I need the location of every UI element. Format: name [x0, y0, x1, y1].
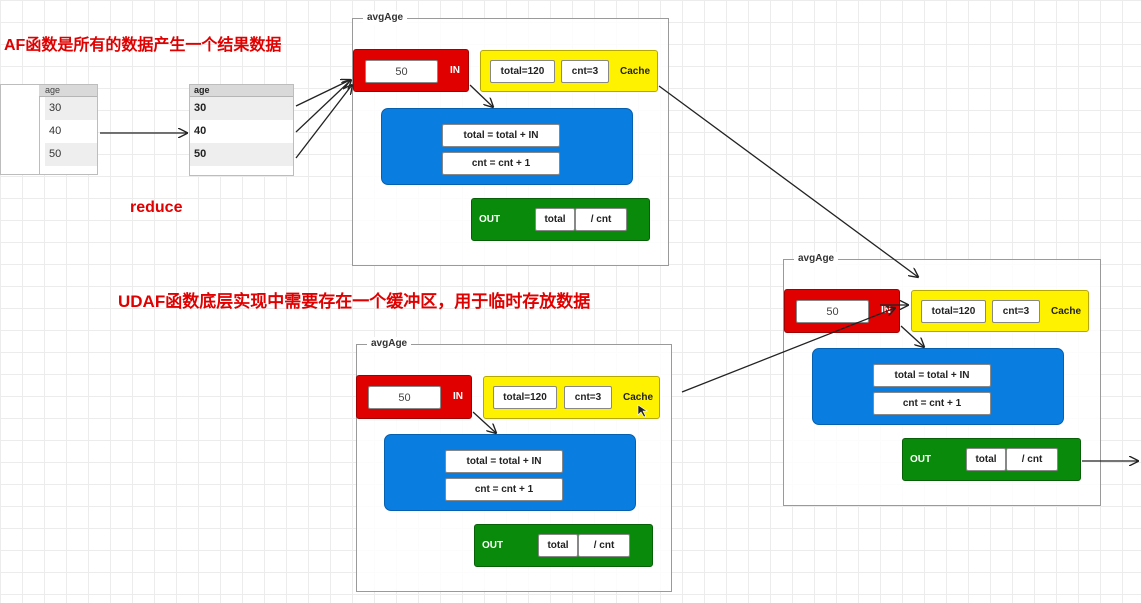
table-row: 40: [194, 125, 207, 137]
result-table-header: age: [190, 85, 293, 97]
input-box: 50 IN: [353, 49, 469, 92]
arrow-row-40-to-input: [295, 80, 351, 133]
cache-total: total=120: [921, 300, 986, 323]
compute-op-total: total = total + IN: [442, 124, 560, 147]
table-row: 50: [45, 143, 97, 166]
function-title: avgAge: [367, 337, 412, 351]
output-divisor: / cnt: [578, 534, 630, 557]
cursor-icon: [637, 404, 648, 418]
output-total: total: [538, 534, 578, 557]
compute-op-count: cnt = cnt + 1: [445, 478, 563, 501]
output-box: OUT total / cnt: [902, 438, 1081, 481]
input-value: 50: [365, 60, 438, 83]
input-label: IN: [450, 65, 460, 76]
output-divisor: / cnt: [1006, 448, 1058, 471]
cache-count: cnt=3: [561, 60, 609, 83]
cache-box: total=120 cnt=3 Cache: [480, 50, 658, 92]
output-divisor: / cnt: [575, 208, 627, 231]
input-box: 50 IN: [356, 375, 472, 419]
arrow-input-to-compute-2: [472, 411, 496, 433]
cache-total: total=120: [493, 386, 557, 409]
cache-label: Cache: [620, 66, 651, 77]
output-box: OUT total / cnt: [471, 198, 650, 241]
output-total: total: [535, 208, 575, 231]
compute-box: total = total + IN cnt = cnt + 1: [384, 434, 636, 511]
arrow-cache-1-to-frame-3: [658, 85, 918, 277]
note-top: AF函数是所有的数据产生一个结果数据: [4, 37, 282, 54]
compute-box: total = total + IN cnt = cnt + 1: [812, 348, 1064, 425]
output-label: OUT: [482, 540, 504, 551]
compute-op-total: total = total + IN: [873, 364, 991, 387]
output-label: OUT: [479, 214, 501, 225]
table-row: 30: [190, 97, 293, 120]
compute-box: total = total + IN cnt = cnt + 1: [381, 108, 633, 185]
function-title: avgAge: [794, 252, 839, 266]
table-row: 50: [190, 143, 293, 166]
output-total: total: [966, 448, 1006, 471]
input-value: 50: [368, 386, 441, 409]
compute-op-count: cnt = cnt + 1: [442, 152, 560, 175]
note-reduce: reduce: [130, 199, 183, 216]
cache-count: cnt=3: [992, 300, 1040, 323]
cache-label: Cache: [623, 392, 654, 403]
cache-count: cnt=3: [564, 386, 612, 409]
source-table-header: age: [39, 85, 97, 97]
arrow-row-30-to-input: [295, 80, 350, 107]
compute-op-count: cnt = cnt + 1: [873, 392, 991, 415]
compute-op-total: total = total + IN: [445, 450, 563, 473]
source-table: age 30 40 50: [0, 84, 98, 175]
cache-box: total=120 cnt=3 Cache: [483, 376, 660, 419]
input-label: IN: [453, 391, 463, 402]
output-label: OUT: [910, 454, 932, 465]
input-box: 50 IN: [784, 289, 900, 333]
function-title: avgAge: [363, 11, 408, 25]
result-table: age 30 40 50: [189, 84, 294, 176]
cache-label: Cache: [1051, 306, 1082, 317]
output-box: OUT total / cnt: [474, 524, 653, 567]
input-value: 50: [796, 300, 869, 323]
arrow-row-50-to-input: [295, 85, 352, 159]
source-table-left-column: [1, 85, 40, 174]
cache-box: total=120 cnt=3 Cache: [911, 290, 1089, 332]
arrow-cache-2-to-frame-3: [681, 308, 895, 393]
arrow-input-to-compute-3: [900, 325, 924, 347]
note-middle: UDAF函数底层实现中需要存在一个缓冲区，用于临时存放数据: [118, 292, 591, 311]
arrow-input-to-compute-1: [469, 84, 493, 107]
table-row: 30: [45, 97, 97, 120]
cache-total: total=120: [490, 60, 555, 83]
table-row: 40: [49, 125, 62, 137]
